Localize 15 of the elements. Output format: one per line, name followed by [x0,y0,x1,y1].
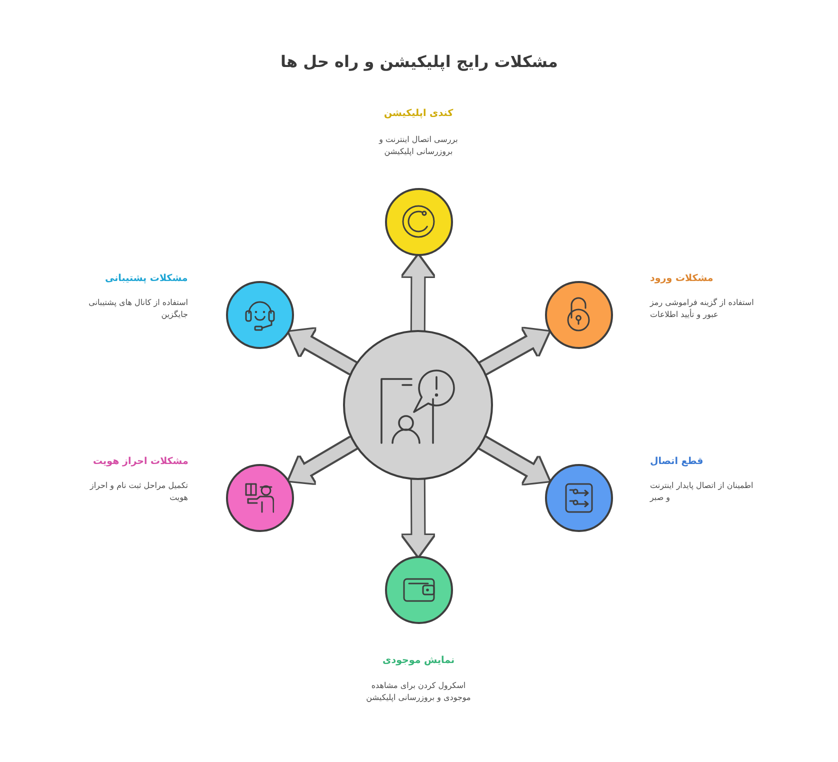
heading: کندی اپلیکیشن [384,106,454,120]
heading: نمایش موجودی [382,654,455,666]
description: استفاده از گزینه فراموشی رمز عبور و تأیید اطلاعات [650,296,755,321]
block-arrow [402,255,434,332]
heading: مشکلات پشتیبانی [105,272,188,284]
description: استفاده از کانال های پشتیبانی جایگزین [88,296,188,321]
heading: مشکلات ورود [650,272,714,284]
title: مشکلات رایج اپلیکیشن و راه حل ها [280,52,558,72]
description: اطمینان از اتصال پایدار اینترنت و صبر [650,480,754,504]
description: بررسی اتصال اینترنت و بروزرسانی اپلیکیشن [378,134,459,158]
heading: مشکلات احراز هویت [93,454,188,468]
description: تکمیل مراحل ثبت نام و احراز هویت [88,480,188,504]
block-arrow [402,478,434,556]
description: اسکرول کردن برای مشاهده موجودی و بروزرسانی اپلیکیشن [365,680,472,704]
heading: قطع اتصال [650,454,704,468]
